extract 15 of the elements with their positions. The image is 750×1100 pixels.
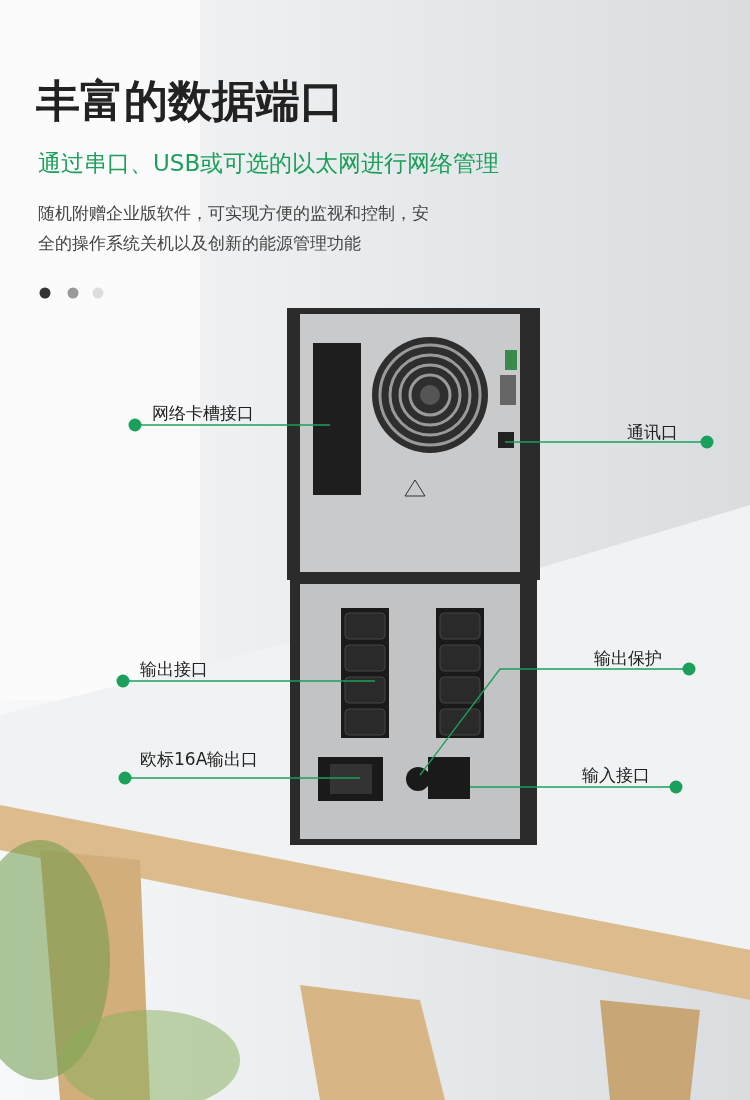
leader-line <box>419 662 696 776</box>
callout-label: 欧标16A输出口 <box>140 748 259 771</box>
leader-line <box>128 418 331 432</box>
leader-line <box>469 780 683 794</box>
title: 丰富的数据端口 <box>36 74 344 128</box>
callout-label: 通讯口 <box>627 421 678 444</box>
subtitle: 通过串口、USB或可选的以太网进行网络管理 <box>38 149 500 178</box>
leader-line <box>118 771 361 785</box>
callout-label: 输入接口 <box>582 764 650 787</box>
leader-line <box>116 674 376 688</box>
leader-line <box>504 435 714 449</box>
description-text: 随机附赠企业版软件，可实现方便的监视和控制，安全的操作系统关机以及创新的能源管理功能 <box>38 202 430 255</box>
callout-label: 输出接口 <box>140 658 208 681</box>
callout-label: 网络卡槽接口 <box>152 402 254 425</box>
callout-label: 输出保护 <box>594 647 662 670</box>
